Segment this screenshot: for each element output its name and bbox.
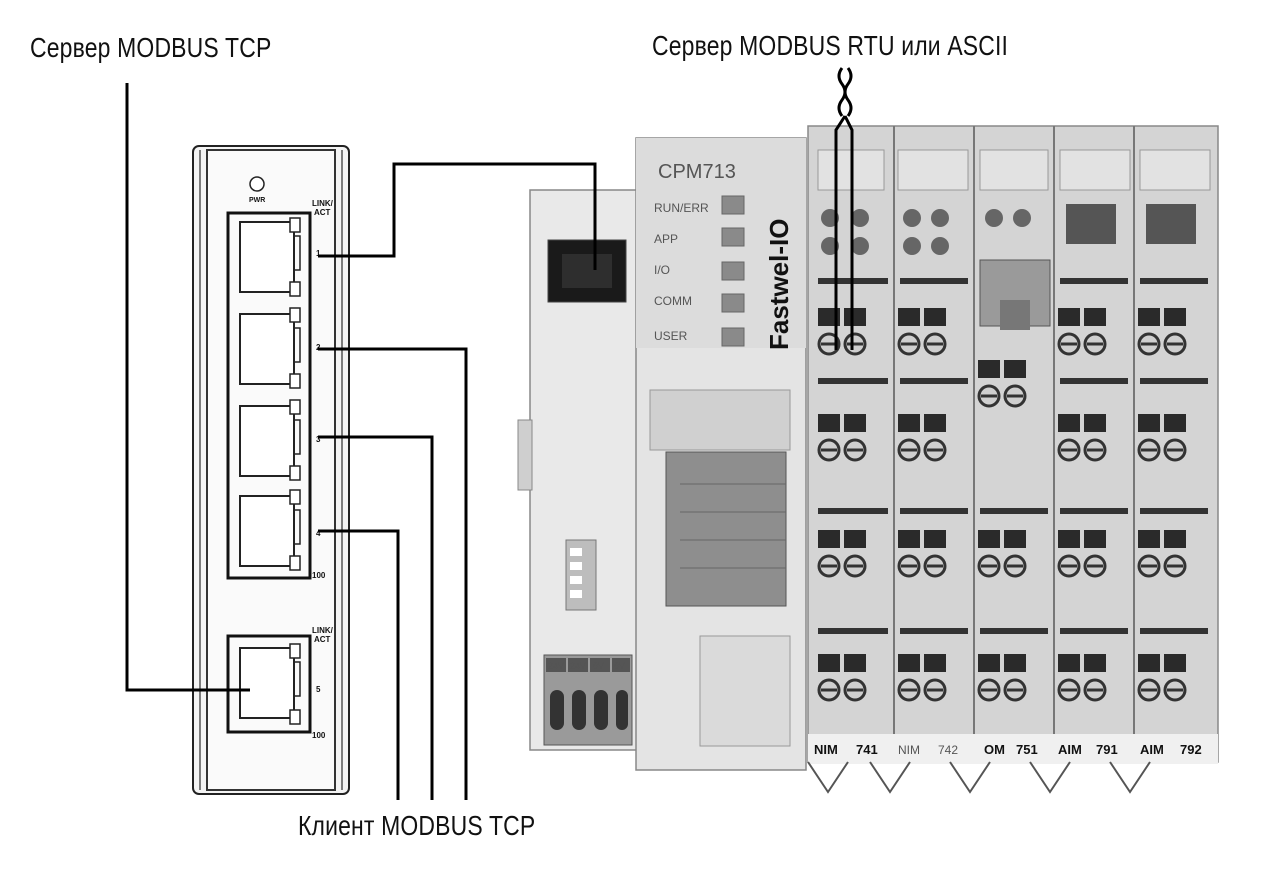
svg-text:0V: 0V	[614, 661, 625, 671]
brand-logo: Fastwel-IO	[764, 219, 794, 350]
wire-client-port2	[318, 347, 468, 800]
module-type-5: AIM	[1140, 742, 1164, 757]
port-number-4: 4	[316, 529, 321, 538]
wire-client-port3	[318, 435, 434, 800]
module-num-1: 741	[856, 742, 878, 757]
port-5-frame	[226, 634, 312, 734]
module-num-3: 751	[1016, 742, 1038, 757]
power-terminal-block: 24V 24V 0V 0V	[543, 654, 633, 746]
port-number-5: 5	[316, 685, 321, 694]
svg-text:24V: 24V	[570, 661, 586, 671]
rj45-port-1	[239, 217, 301, 297]
svg-text:0V: 0V	[593, 661, 604, 671]
led-label-user: USER	[654, 329, 688, 343]
link-act-label-bottom: LINK/	[312, 626, 334, 635]
label-window	[665, 451, 787, 607]
ethernet-switch: PWR LINK/ ACT 1 2	[192, 145, 350, 795]
ports-1-4-frame	[226, 211, 312, 580]
io-modules: NIM 741 NIM 742 OM 751 AIM 791 AIM 792	[807, 125, 1219, 794]
led-io-icon	[721, 261, 745, 281]
wire-server-rtu	[834, 67, 854, 350]
label-server-rtu: Сервер MODBUS RTU или ASCII	[652, 30, 1009, 61]
speed-label-bottom: 100	[312, 731, 326, 740]
port-number-1: 1	[316, 249, 321, 258]
led-app-icon	[721, 227, 745, 247]
led-label-comm: COMM	[654, 294, 692, 308]
module-type-3: OM	[984, 742, 1005, 757]
cpu-module: CPM713 RUN/ERR APP I/O COMM USER Fastwel…	[635, 137, 807, 771]
link-act-label-top: LINK/	[312, 199, 334, 208]
led-label-app: APP	[654, 232, 678, 246]
rj45-port-5	[239, 643, 301, 725]
svg-text:24V: 24V	[548, 661, 564, 671]
speed-label-top: 100	[312, 571, 326, 580]
wire-client-port4	[318, 529, 400, 800]
module-type-4: AIM	[1058, 742, 1082, 757]
wire-server-tcp	[125, 83, 250, 692]
rj45-port-2	[239, 307, 301, 389]
rj45-port-3	[239, 399, 301, 481]
module-type-1: NIM	[814, 742, 838, 757]
module-num-4: 791	[1096, 742, 1118, 757]
controller-base: 24V 24V 0V 0V	[517, 189, 641, 751]
module-num-2: 742	[938, 743, 958, 757]
port-number-3: 3	[316, 435, 321, 444]
led-run-err-icon	[721, 195, 745, 215]
led-user-icon	[721, 327, 745, 347]
led-label-io: I/O	[654, 263, 670, 277]
label-server-tcp: Сервер MODBUS TCP	[30, 32, 272, 63]
led-label-run-err: RUN/ERR	[654, 201, 709, 215]
pwr-led-icon	[249, 176, 265, 192]
wire-port1-to-controller	[318, 162, 597, 270]
module-type-2: NIM	[898, 743, 920, 757]
svg-text:ACT: ACT	[314, 208, 331, 217]
connection-lines	[125, 67, 854, 800]
label-client-tcp: Клиент MODBUS TCP	[298, 810, 536, 841]
cpu-model-label: CPM713	[658, 161, 736, 183]
led-comm-icon	[721, 293, 745, 313]
module-num-5: 792	[1180, 742, 1202, 757]
pwr-label: PWR	[249, 197, 265, 204]
svg-text:ACT: ACT	[314, 635, 331, 644]
rj45-port-4	[239, 489, 301, 571]
